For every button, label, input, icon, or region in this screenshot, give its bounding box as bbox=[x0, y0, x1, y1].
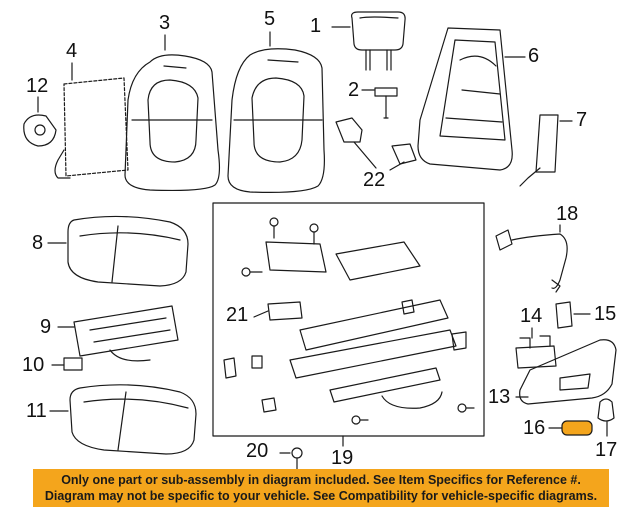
seat-track-assembly-box bbox=[212, 202, 485, 447]
callout-13: 13 bbox=[488, 386, 511, 408]
leader-line bbox=[353, 141, 405, 171]
cushion-mat-part bbox=[73, 305, 179, 362]
callout-1: 1 bbox=[310, 15, 322, 37]
callout-16: 16 bbox=[523, 417, 546, 439]
connector-part bbox=[63, 357, 83, 371]
disclaimer-banner: Only one part or sub-assembly in diagram… bbox=[33, 469, 609, 507]
side-airbag-part bbox=[519, 114, 559, 187]
callout-20: 20 bbox=[246, 440, 269, 462]
knob-part bbox=[555, 301, 573, 329]
seatback-frame-part bbox=[417, 27, 513, 171]
callout-7: 7 bbox=[576, 109, 588, 131]
seat-cushion-pad-part bbox=[67, 215, 189, 287]
callout-10: 10 bbox=[22, 354, 45, 376]
small-knob-part bbox=[597, 398, 615, 422]
screw-part bbox=[291, 447, 303, 471]
seatback-assembly-part bbox=[227, 48, 325, 193]
callout-17: 17 bbox=[595, 439, 618, 461]
callout-2: 2 bbox=[348, 79, 360, 101]
callout-15: 15 bbox=[594, 303, 617, 325]
callout-6: 6 bbox=[528, 45, 540, 67]
seat-cushion-cover-part bbox=[69, 384, 197, 455]
seatback-cover-part bbox=[124, 54, 221, 192]
disclaimer-line-1: Only one part or sub-assembly in diagram… bbox=[61, 473, 581, 487]
callout-9: 9 bbox=[40, 316, 52, 338]
seatback-pad-part bbox=[54, 77, 129, 179]
callout-19: 19 bbox=[331, 447, 354, 469]
callout-8: 8 bbox=[32, 232, 44, 254]
leader-line bbox=[253, 310, 269, 318]
wire-harness-part bbox=[495, 229, 568, 293]
callout-5: 5 bbox=[264, 8, 276, 30]
callout-22: 22 bbox=[363, 169, 386, 191]
disclaimer-line-2: Diagram may not be specific to your vehi… bbox=[44, 489, 598, 503]
side-shield-part bbox=[519, 339, 617, 405]
belt-guide-part bbox=[23, 114, 57, 147]
callout-3: 3 bbox=[159, 12, 171, 34]
bracket-part bbox=[335, 117, 417, 165]
callout-4: 4 bbox=[66, 40, 78, 62]
callout-14: 14 bbox=[520, 305, 543, 327]
callout-21: 21 bbox=[226, 304, 249, 326]
headrest-part bbox=[351, 11, 406, 71]
highlighted-part-16 bbox=[561, 420, 593, 436]
callout-11: 11 bbox=[26, 400, 47, 422]
switch-part bbox=[515, 335, 557, 369]
callout-12: 12 bbox=[26, 75, 49, 97]
callout-18: 18 bbox=[556, 203, 579, 225]
headrest-support-part bbox=[374, 87, 398, 119]
